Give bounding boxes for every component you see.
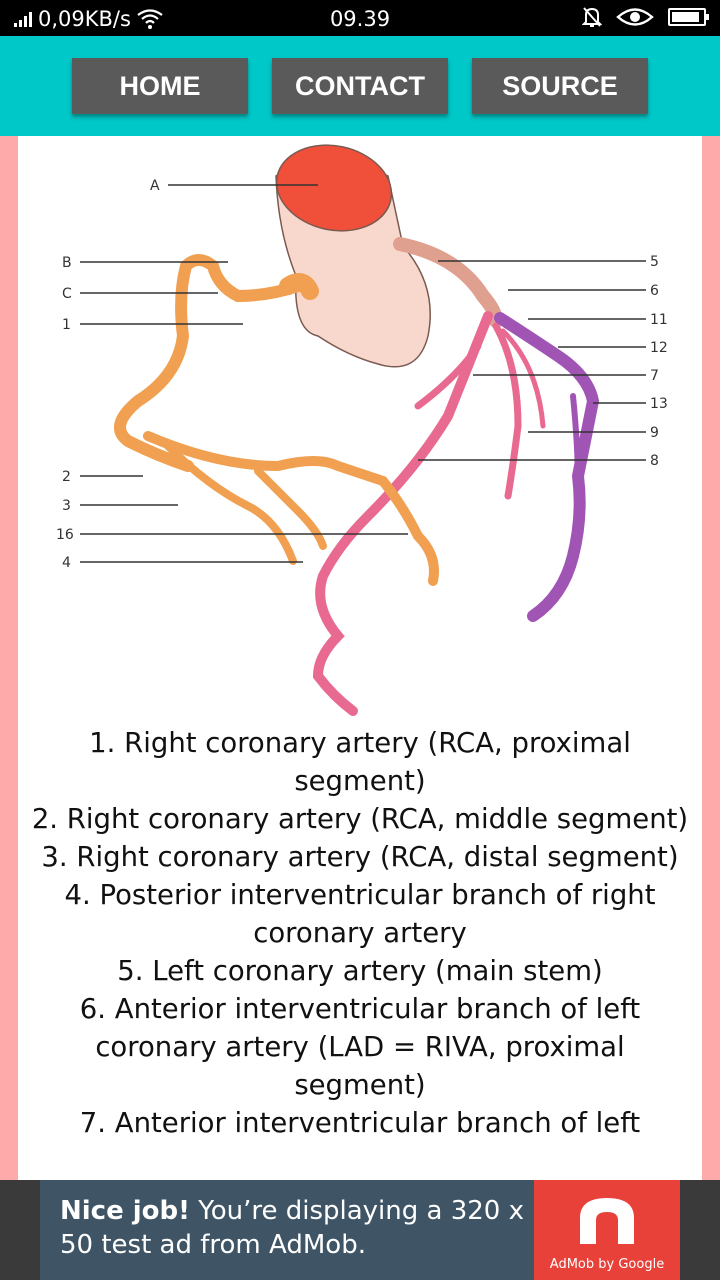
battery-icon <box>668 8 709 26</box>
contact-button[interactable]: CONTACT <box>272 58 448 114</box>
left-main-stem <box>393 237 503 328</box>
legend-item: 7. Anterior interventricular branch of l… <box>79 1107 641 1139</box>
diagram-label-1: 1 <box>62 317 71 333</box>
legend-list: 1. Right coronary artery (RCA, proximal … <box>18 724 702 1142</box>
diagram-label-7: 7 <box>650 368 659 384</box>
status-left: 0,09KB/s <box>14 7 163 31</box>
lad-artery <box>312 311 493 716</box>
clock: 09.39 <box>329 7 391 31</box>
legend-item: 4. Posterior interventricular branch of … <box>64 879 656 949</box>
diagram-label-16: 16 <box>56 527 74 543</box>
diagonal-branch <box>414 342 482 410</box>
diagonal-branch-2 <box>492 322 522 500</box>
rca-branch <box>164 442 297 565</box>
admob-icon <box>580 1198 634 1244</box>
ad-text[interactable]: Nice job! You’re displaying a 320 x 50 t… <box>60 1194 530 1262</box>
pda-branch <box>254 467 327 550</box>
ad-brand: AdMob by Google <box>549 1257 665 1272</box>
diagram-label-5: 5 <box>650 254 659 270</box>
admob-logo[interactable]: AdMob by Google <box>534 1180 680 1280</box>
diagram-label-4: 4 <box>62 555 71 571</box>
mute-icon <box>582 7 602 27</box>
wifi-icon <box>137 9 163 29</box>
diagram-label-8: 8 <box>650 453 659 469</box>
rca-distal <box>143 431 439 586</box>
content-panel[interactable]: A B C 1 2 3 16 4 5 6 11 12 7 13 9 8 1. R… <box>18 136 702 1180</box>
diagram-label-11: 11 <box>650 312 668 328</box>
diagram-label-12: 12 <box>650 340 668 356</box>
legend-item: 1. Right coronary artery (RCA, proximal … <box>89 727 631 797</box>
network-speed: 0,09KB/s <box>38 7 131 31</box>
diagram-label-2: 2 <box>62 469 71 485</box>
rca-ostium <box>279 273 319 300</box>
ad-body: You’re displaying a 320 x 50 test ad fro… <box>60 1196 525 1260</box>
aorta-opening <box>275 144 393 232</box>
home-button[interactable]: HOME <box>72 58 248 114</box>
nav-bar: HOME CONTACT SOURCE <box>0 36 720 136</box>
diagram-label-9: 9 <box>650 425 659 441</box>
legend-item: 6. Anterior interventricular branch of l… <box>79 993 641 1101</box>
diagram-label-6: 6 <box>650 283 659 299</box>
circumflex-branch <box>570 393 581 489</box>
legend-item: 3. Right coronary artery (RCA, distal se… <box>41 841 679 873</box>
coronary-artery-diagram: A B C 1 2 3 16 4 5 6 11 12 7 13 9 8 <box>56 144 668 716</box>
diagram-label-13: 13 <box>650 396 668 412</box>
leader-lines-left <box>80 184 408 563</box>
rca-proximal <box>114 254 304 472</box>
ad-headline: Nice job! <box>60 1196 191 1226</box>
legend-item: 5. Left coronary artery (main stem) <box>117 955 603 987</box>
status-bar: 0,09KB/s 09.39 <box>0 0 720 36</box>
diagonal-branch-3 <box>500 328 546 429</box>
ad-banner[interactable]: Nice job! You’re displaying a 320 x 50 t… <box>0 1180 720 1280</box>
eye-icon <box>616 8 654 26</box>
ad-box[interactable]: Nice job! You’re displaying a 320 x 50 t… <box>40 1180 680 1280</box>
diagram-label-C: C <box>62 286 72 302</box>
diagram-label-A: A <box>150 178 160 194</box>
source-button[interactable]: SOURCE <box>472 58 648 114</box>
diagram-label-3: 3 <box>62 498 71 514</box>
legend-item: 2. Right coronary artery (RCA, middle se… <box>31 803 689 835</box>
leader-lines-right <box>418 260 646 461</box>
status-right <box>582 6 709 28</box>
circumflex-artery <box>494 312 600 622</box>
diagram-label-B: B <box>62 255 72 271</box>
signal-icon <box>14 11 32 27</box>
